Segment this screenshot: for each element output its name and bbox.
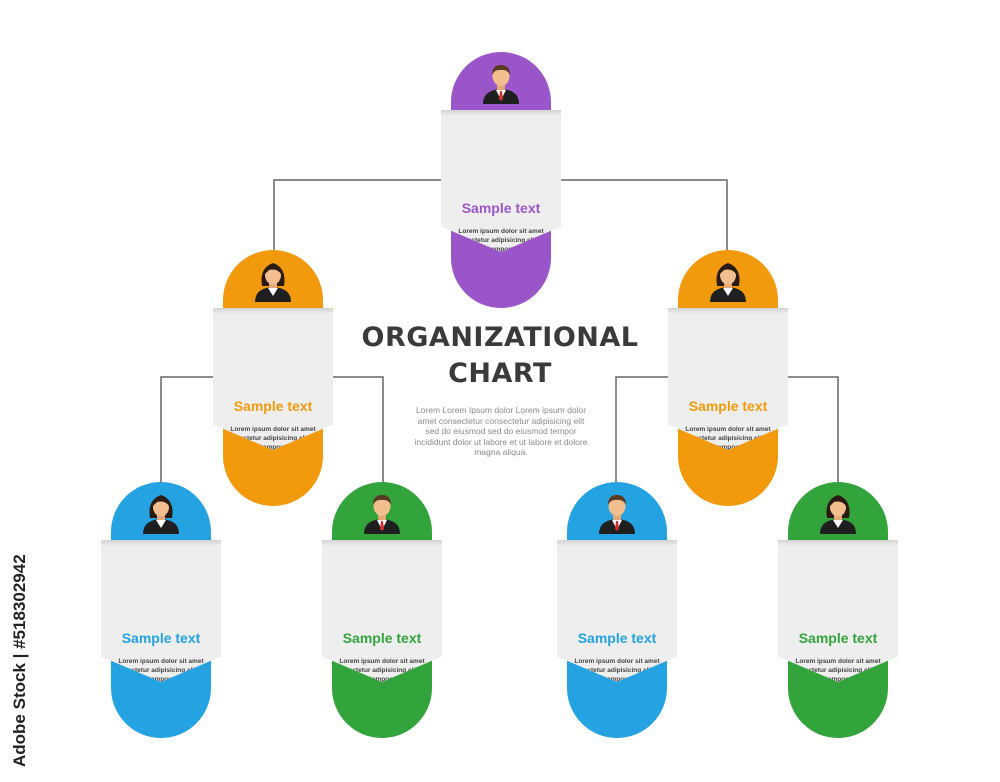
stock-id-watermark: Adobe Stock | #518302942	[10, 554, 29, 768]
chart-title: ORGANIZATIONAL CHART	[330, 320, 670, 392]
node-body-text: Lorem ipsum dolor sit amet consectetur a…	[787, 658, 888, 683]
female-avatar-icon	[708, 260, 748, 302]
node-ceo: Sample text Lorem ipsum dolor sit amet c…	[441, 52, 561, 308]
node-card: Sample text Lorem ipsum dolor sit amet c…	[778, 540, 898, 682]
male-avatar-icon	[362, 492, 402, 534]
node-manager-right: Sample text Lorem ipsum dolor sit amet c…	[668, 250, 788, 506]
node-manager-left: Sample text Lorem ipsum dolor sit amet c…	[213, 250, 333, 506]
node-card: Sample text Lorem ipsum dolor sit amet c…	[441, 110, 561, 252]
node-title: Sample text	[342, 630, 422, 646]
node-body-text: Lorem ipsum dolor sit amet consectetur a…	[677, 426, 778, 451]
node-title: Sample text	[121, 630, 201, 646]
chart-description: Lorem Lorem Ipsum dolor Lorem ipsum dolo…	[414, 405, 588, 457]
node-staff-4: Sample text Lorem ipsum dolor sit amet c…	[778, 482, 898, 738]
node-body-text: Lorem ipsum dolor sit amet consectetur a…	[331, 658, 432, 683]
node-card: Sample text Lorem ipsum dolor sit amet c…	[213, 308, 333, 450]
node-body-text: Lorem ipsum dolor sit amet consectetur a…	[222, 426, 323, 451]
node-staff-3: Sample text Lorem ipsum dolor sit amet c…	[557, 482, 677, 738]
male-avatar-icon	[597, 492, 637, 534]
female-avatar-icon	[818, 492, 858, 534]
node-body-text: Lorem ipsum dolor sit amet consectetur a…	[566, 658, 667, 683]
node-card: Sample text Lorem ipsum dolor sit amet c…	[101, 540, 221, 682]
node-title: Sample text	[577, 630, 657, 646]
node-staff-1: Sample text Lorem ipsum dolor sit amet c…	[101, 482, 221, 738]
node-title: Sample text	[233, 398, 313, 414]
node-body-text: Lorem ipsum dolor sit amet consectetur a…	[110, 658, 211, 683]
female-avatar-icon	[141, 492, 181, 534]
node-staff-2: Sample text Lorem ipsum dolor sit amet c…	[322, 482, 442, 738]
male-avatar-icon	[481, 62, 521, 104]
node-title: Sample text	[461, 200, 541, 216]
female-avatar-icon	[253, 260, 293, 302]
node-card: Sample text Lorem ipsum dolor sit amet c…	[668, 308, 788, 450]
node-body-text: Lorem ipsum dolor sit amet consectetur a…	[450, 228, 551, 253]
node-title: Sample text	[798, 630, 878, 646]
node-title: Sample text	[688, 398, 768, 414]
node-card: Sample text Lorem ipsum dolor sit amet c…	[322, 540, 442, 682]
node-card: Sample text Lorem ipsum dolor sit amet c…	[557, 540, 677, 682]
chart-title-line-2: CHART	[448, 358, 552, 389]
chart-title-line-1: ORGANIZATIONAL	[361, 322, 639, 353]
